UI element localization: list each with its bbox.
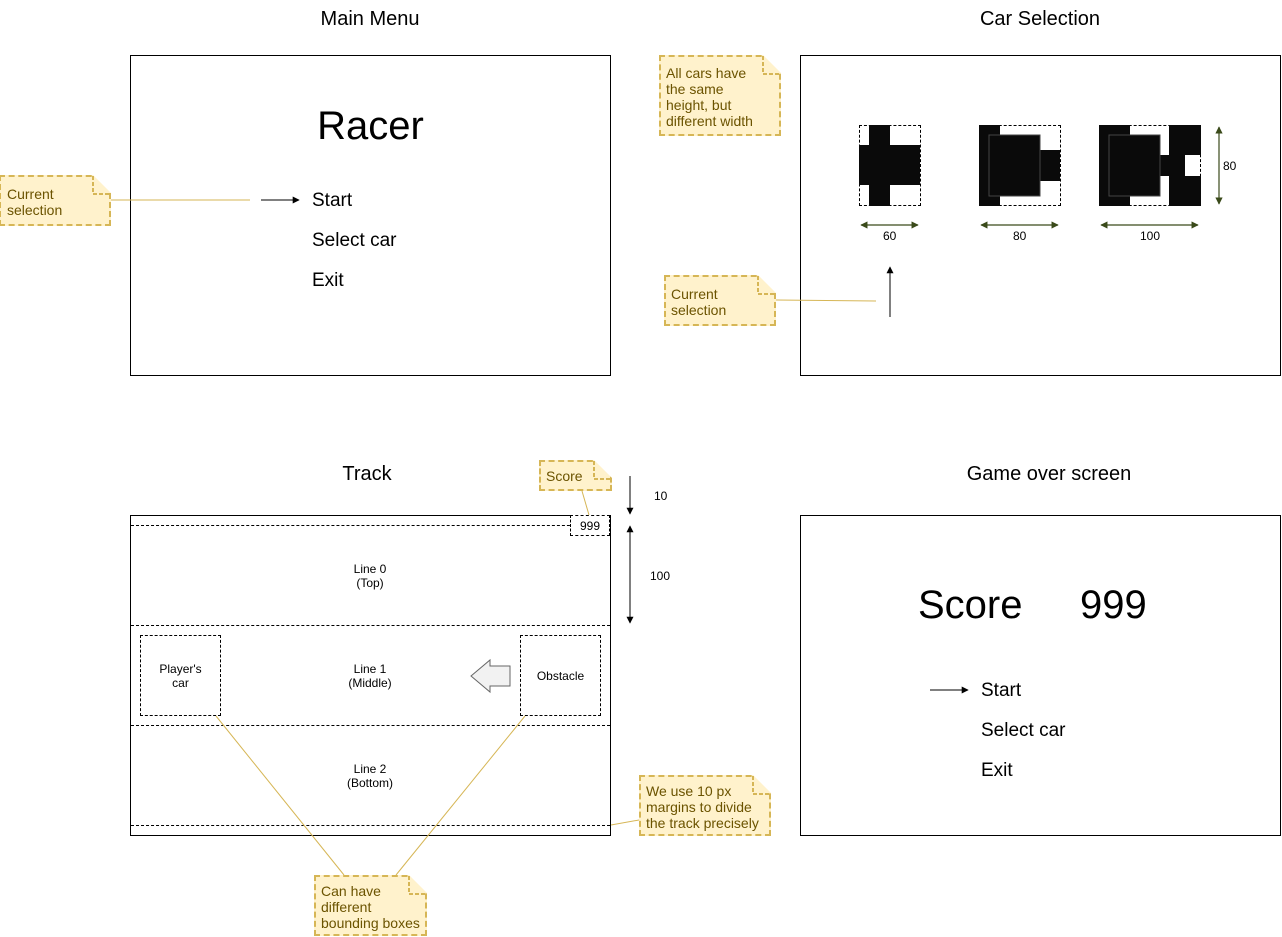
note-margins-text: We use 10 px margins to divide the track… xyxy=(646,783,759,831)
obstacle-box: Obstacle xyxy=(520,635,601,716)
note-score-text: Score xyxy=(546,468,583,484)
lane-2-sub: (Bottom) xyxy=(346,776,393,790)
game-over-score-value: 999 xyxy=(1080,583,1147,627)
note-cars-same-height-text: All cars have the same height, but diffe… xyxy=(666,65,753,129)
car-width-80-label: 80 xyxy=(1013,229,1027,243)
margin-dimension-label: 10 xyxy=(654,489,668,503)
note-current-selection-menu: Current selection xyxy=(0,175,111,226)
note-current-selection-cars-text: Current selection xyxy=(671,286,727,318)
lane-1-name: Line 1 xyxy=(353,662,387,676)
note-bounding-boxes: Can have different bounding boxes xyxy=(314,875,427,936)
game-over-panel: Score 999 Start Select car Exit xyxy=(800,515,1281,836)
menu-item-exit[interactable]: Exit xyxy=(312,270,344,291)
menu-item-select-car[interactable]: Select car xyxy=(312,230,397,251)
player-car-box: Player's car xyxy=(140,635,221,716)
lane-1-label: Line 1 (Middle) xyxy=(320,662,420,690)
lane-2-label: Line 2 (Bottom) xyxy=(320,762,420,790)
game-over-item-select-car[interactable]: Select car xyxy=(981,720,1066,741)
note-bounding-boxes-text: Can have different bounding boxes xyxy=(321,883,420,931)
car-small-box[interactable] xyxy=(859,125,921,206)
car-medium-box[interactable] xyxy=(979,125,1061,206)
lane-divider-1 xyxy=(131,625,610,626)
lane-dimension-label: 100 xyxy=(650,569,671,583)
game-over-item-exit[interactable]: Exit xyxy=(981,760,1013,781)
game-over-score-label: Score xyxy=(918,583,1023,627)
car-width-100-label: 100 xyxy=(1140,229,1161,243)
note-margins: We use 10 px margins to divide the track… xyxy=(639,775,771,836)
lane-1-sub: (Middle) xyxy=(348,676,392,690)
main-menu-panel: Racer Start Select car Exit xyxy=(130,55,611,376)
track-margin-bottom xyxy=(131,825,610,826)
track-title: Track xyxy=(342,463,392,485)
car-selection-panel xyxy=(800,55,1281,376)
main-menu-title: Main Menu xyxy=(320,8,420,30)
game-title: Racer xyxy=(317,104,424,148)
car-selection-title: Car Selection xyxy=(979,8,1101,30)
track-margin-top xyxy=(131,525,610,526)
player-car-label: Player's car xyxy=(159,661,202,690)
lane-0-label: Line 0 (Top) xyxy=(320,562,420,590)
lane-2-name: Line 2 xyxy=(353,762,387,776)
lane-0-sub: (Top) xyxy=(356,576,384,590)
car-height-80-label: 80 xyxy=(1223,159,1237,173)
note-score: Score xyxy=(539,460,612,491)
track-score-box: 999 xyxy=(570,515,610,536)
car-width-60-label: 60 xyxy=(883,229,897,243)
note-current-selection-menu-text: Current selection xyxy=(7,186,63,218)
game-over-title: Game over screen xyxy=(966,463,1132,485)
track-score-value: 999 xyxy=(579,518,601,533)
lane-0-name: Line 0 xyxy=(353,562,387,576)
note-cars-same-height: All cars have the same height, but diffe… xyxy=(659,55,781,136)
menu-item-start[interactable]: Start xyxy=(312,190,353,211)
game-over-item-start[interactable]: Start xyxy=(981,680,1022,701)
lane-divider-2 xyxy=(131,725,610,726)
note-current-selection-cars: Current selection xyxy=(664,275,776,326)
obstacle-label: Obstacle xyxy=(536,668,585,683)
car-large-box[interactable] xyxy=(1099,125,1201,206)
track-panel xyxy=(130,515,611,836)
